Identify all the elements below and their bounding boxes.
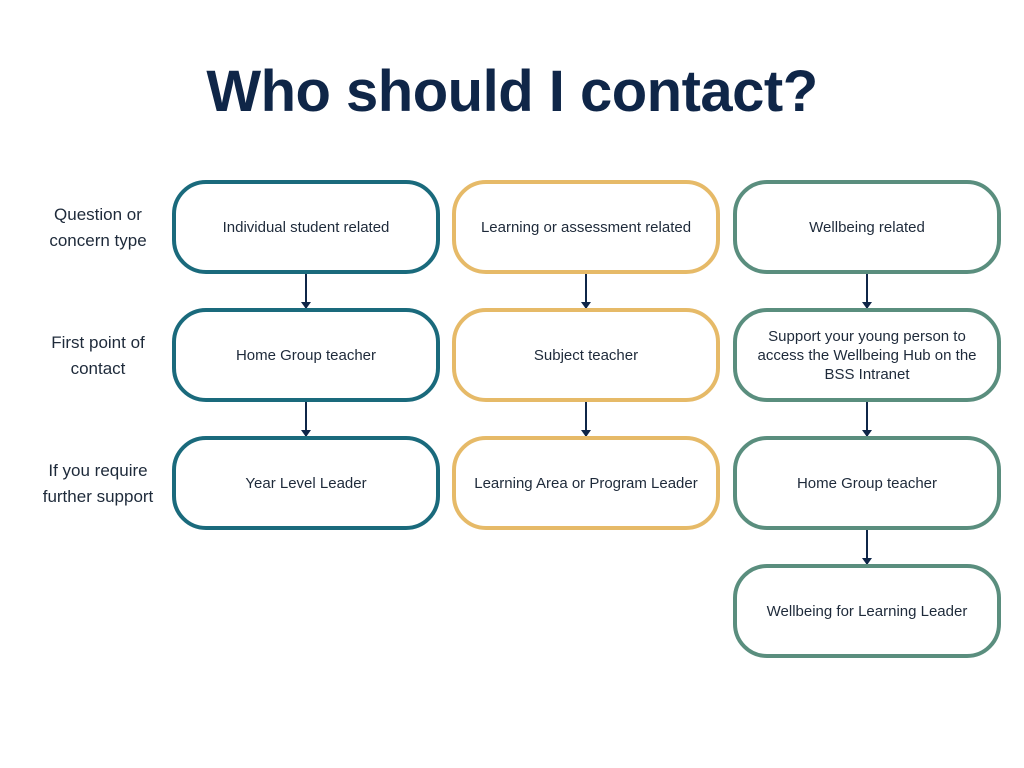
arrow-down-icon [301,402,311,437]
box-learning-area-leader: Learning Area or Program Leader [452,436,720,530]
box-individual-student: Individual student related [172,180,440,274]
row-label-concern-type: Question or concern type [49,205,147,250]
row-label-further-support: If you require further support [42,461,154,506]
box-home-group-teacher-wellbeing: Home Group teacher [733,436,1001,530]
arrow-down-icon [581,402,591,437]
box-wellbeing-related: Wellbeing related [733,180,1001,274]
arrow-down-icon [862,530,872,565]
box-wellbeing-learning-leader: Wellbeing for Learning Leader [733,564,1001,658]
arrow-down-icon [862,274,872,309]
arrow-down-icon [862,402,872,437]
row-label-first-contact: First point of contact [51,333,145,378]
box-wellbeing-hub: Support your young person to access the … [733,308,1001,402]
arrow-down-icon [301,274,311,309]
box-home-group-teacher: Home Group teacher [172,308,440,402]
box-year-level-leader: Year Level Leader [172,436,440,530]
page-title: Who should I contact? [206,59,818,124]
box-learning-assessment: Learning or assessment related [452,180,720,274]
arrow-down-icon [581,274,591,309]
box-subject-teacher: Subject teacher [452,308,720,402]
